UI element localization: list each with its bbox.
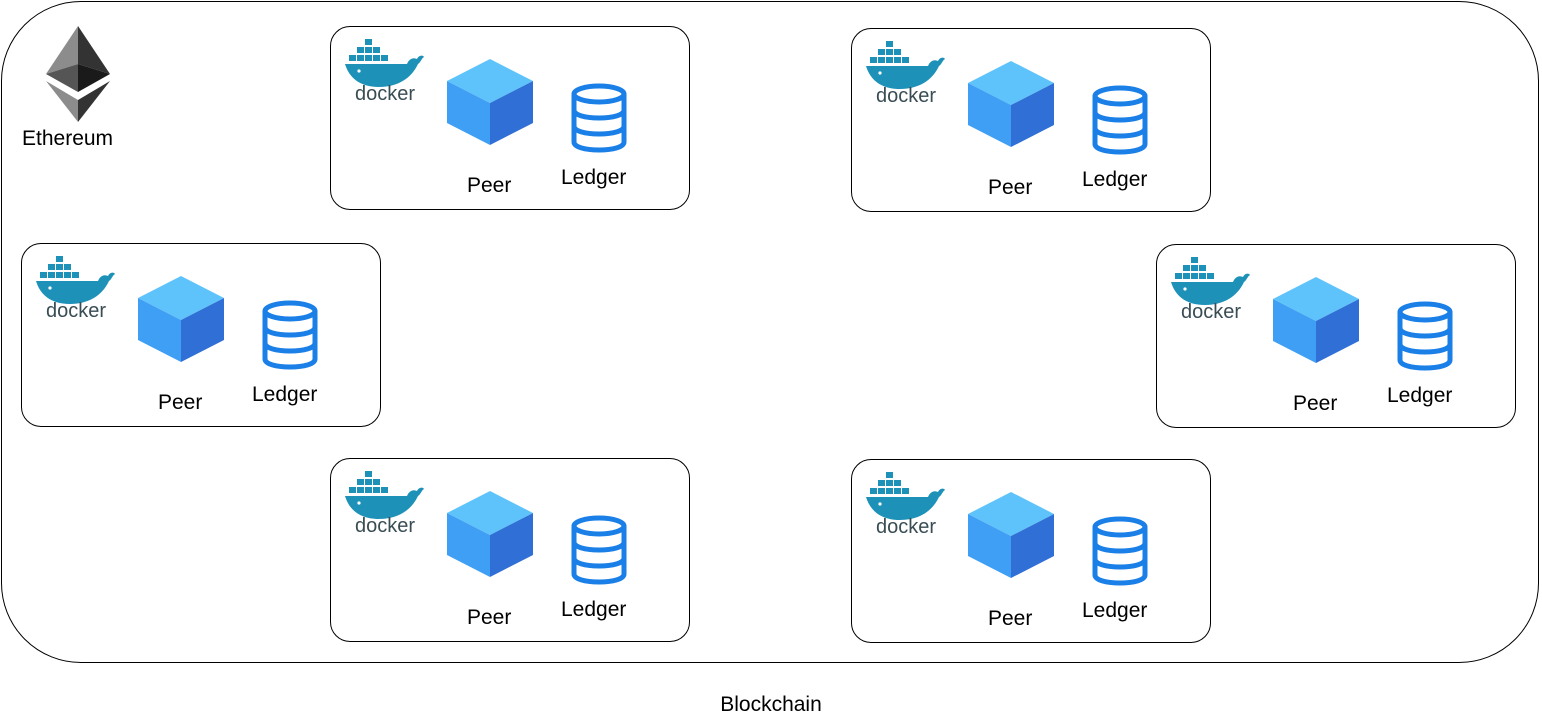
ledger-database-icon — [1092, 516, 1148, 586]
blockchain-boundary — [1, 1, 1539, 663]
docker-wordmark: docker — [876, 516, 936, 536]
docker-logo-icon: docker — [866, 41, 945, 105]
docker-wordmark: docker — [876, 85, 936, 105]
peer-cube-icon — [447, 59, 533, 145]
peer-label: Peer — [988, 176, 1033, 199]
peer-label: Peer — [1293, 392, 1338, 415]
peer-node-5[interactable]: docker Peer Ledger — [330, 458, 690, 642]
peer-node-3[interactable]: docker Peer Ledger — [21, 243, 381, 427]
ledger-database-icon — [262, 300, 318, 370]
docker-wordmark: docker — [46, 300, 106, 320]
peer-cube-icon — [968, 492, 1054, 578]
platform-label: Ethereum — [22, 127, 114, 150]
ledger-label: Ledger — [1082, 599, 1148, 622]
peer-cube-icon — [138, 276, 224, 362]
peer-label: Peer — [467, 606, 512, 629]
peer-label: Peer — [988, 607, 1033, 630]
docker-logo-icon: docker — [345, 471, 424, 535]
ledger-database-icon — [571, 83, 627, 153]
peer-label: Peer — [158, 391, 203, 414]
ledger-label: Ledger — [252, 383, 318, 406]
docker-logo-icon: docker — [345, 39, 424, 103]
ledger-database-icon — [1092, 85, 1148, 155]
docker-logo-icon: docker — [36, 256, 115, 320]
peer-node-4[interactable]: docker Peer Ledger — [1156, 244, 1516, 428]
blockchain-label: Blockchain — [720, 693, 822, 716]
peer-node-1[interactable]: docker Peer Ledger — [330, 26, 690, 210]
docker-wordmark: docker — [355, 83, 415, 103]
ledger-database-icon — [571, 515, 627, 585]
ledger-database-icon — [1397, 301, 1453, 371]
ledger-label: Ledger — [561, 598, 627, 621]
peer-cube-icon — [1273, 277, 1359, 363]
peer-cube-icon — [968, 61, 1054, 147]
docker-logo-icon: docker — [866, 472, 945, 536]
peer-label: Peer — [467, 174, 512, 197]
ethereum-logo-icon — [46, 26, 110, 122]
ledger-label: Ledger — [1082, 168, 1148, 191]
peer-node-2[interactable]: docker Peer Ledger — [851, 28, 1211, 212]
peer-cube-icon — [447, 491, 533, 577]
ledger-label: Ledger — [1387, 384, 1453, 407]
ledger-label: Ledger — [561, 166, 627, 189]
docker-logo-icon: docker — [1171, 257, 1250, 321]
docker-wordmark: docker — [1181, 301, 1241, 321]
peer-node-6[interactable]: docker Peer Ledger — [851, 459, 1211, 643]
docker-wordmark: docker — [355, 515, 415, 535]
